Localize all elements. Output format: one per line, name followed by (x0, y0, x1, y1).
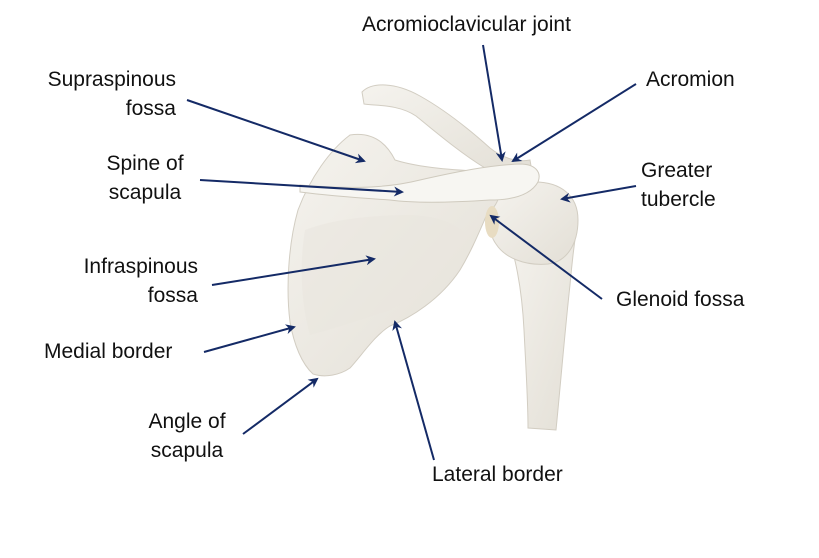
label-text-line1: Spine of (106, 152, 184, 175)
label-text-line2: tubercle (641, 188, 716, 211)
label-text: Acromion (646, 68, 735, 91)
label-glenoid-fossa: Glenoid fossa (616, 285, 744, 314)
label-text-line2: scapula (108, 181, 182, 204)
label-text: Acromioclavicular joint (362, 13, 571, 36)
label-medial-border: Medial border (44, 337, 172, 366)
arrow-spine (199, 179, 404, 197)
humerus-shaft (504, 231, 577, 431)
label-text-line2: fossa (147, 284, 198, 307)
label-text-line1: Angle of (148, 410, 226, 433)
label-angle-of-scapula: Angle of scapula (132, 407, 242, 465)
arrow-medial-border (203, 324, 296, 353)
fossa-shading (301, 215, 470, 335)
label-text-line2: fossa (125, 97, 176, 120)
label-text-line1: Infraspinous (83, 255, 198, 278)
label-text: Glenoid fossa (616, 288, 745, 311)
label-text: Medial border (44, 340, 173, 363)
arrow-greater-tubercle (560, 185, 637, 203)
scapular-spine (299, 163, 540, 203)
label-text-line1: Supraspinous (47, 68, 176, 91)
label-text-line1: Greater (641, 159, 713, 182)
label-greater-tubercle: Greater tubercle (641, 156, 716, 214)
label-infraspinous-fossa: Infraspinous fossa (50, 252, 198, 310)
label-acromioclavicular-joint: Acromioclavicular joint (362, 10, 571, 39)
arrow-ac-joint (482, 44, 506, 162)
arrow-infraspinous (211, 255, 376, 286)
label-acromion: Acromion (646, 65, 735, 94)
label-spine-of-scapula: Spine of scapula (90, 149, 200, 207)
arrow-lateral-border (392, 320, 435, 461)
label-lateral-border: Lateral border (432, 460, 563, 489)
label-text: Lateral border (432, 463, 563, 486)
arrow-angle (242, 377, 319, 435)
label-supraspinous-fossa: Supraspinous fossa (18, 65, 176, 123)
label-text-line2: scapula (150, 439, 224, 462)
arrow-glenoid (489, 214, 603, 300)
arrow-acromion (511, 83, 637, 163)
glenoid-shadow (485, 206, 499, 238)
arrow-supraspinous (186, 99, 366, 164)
